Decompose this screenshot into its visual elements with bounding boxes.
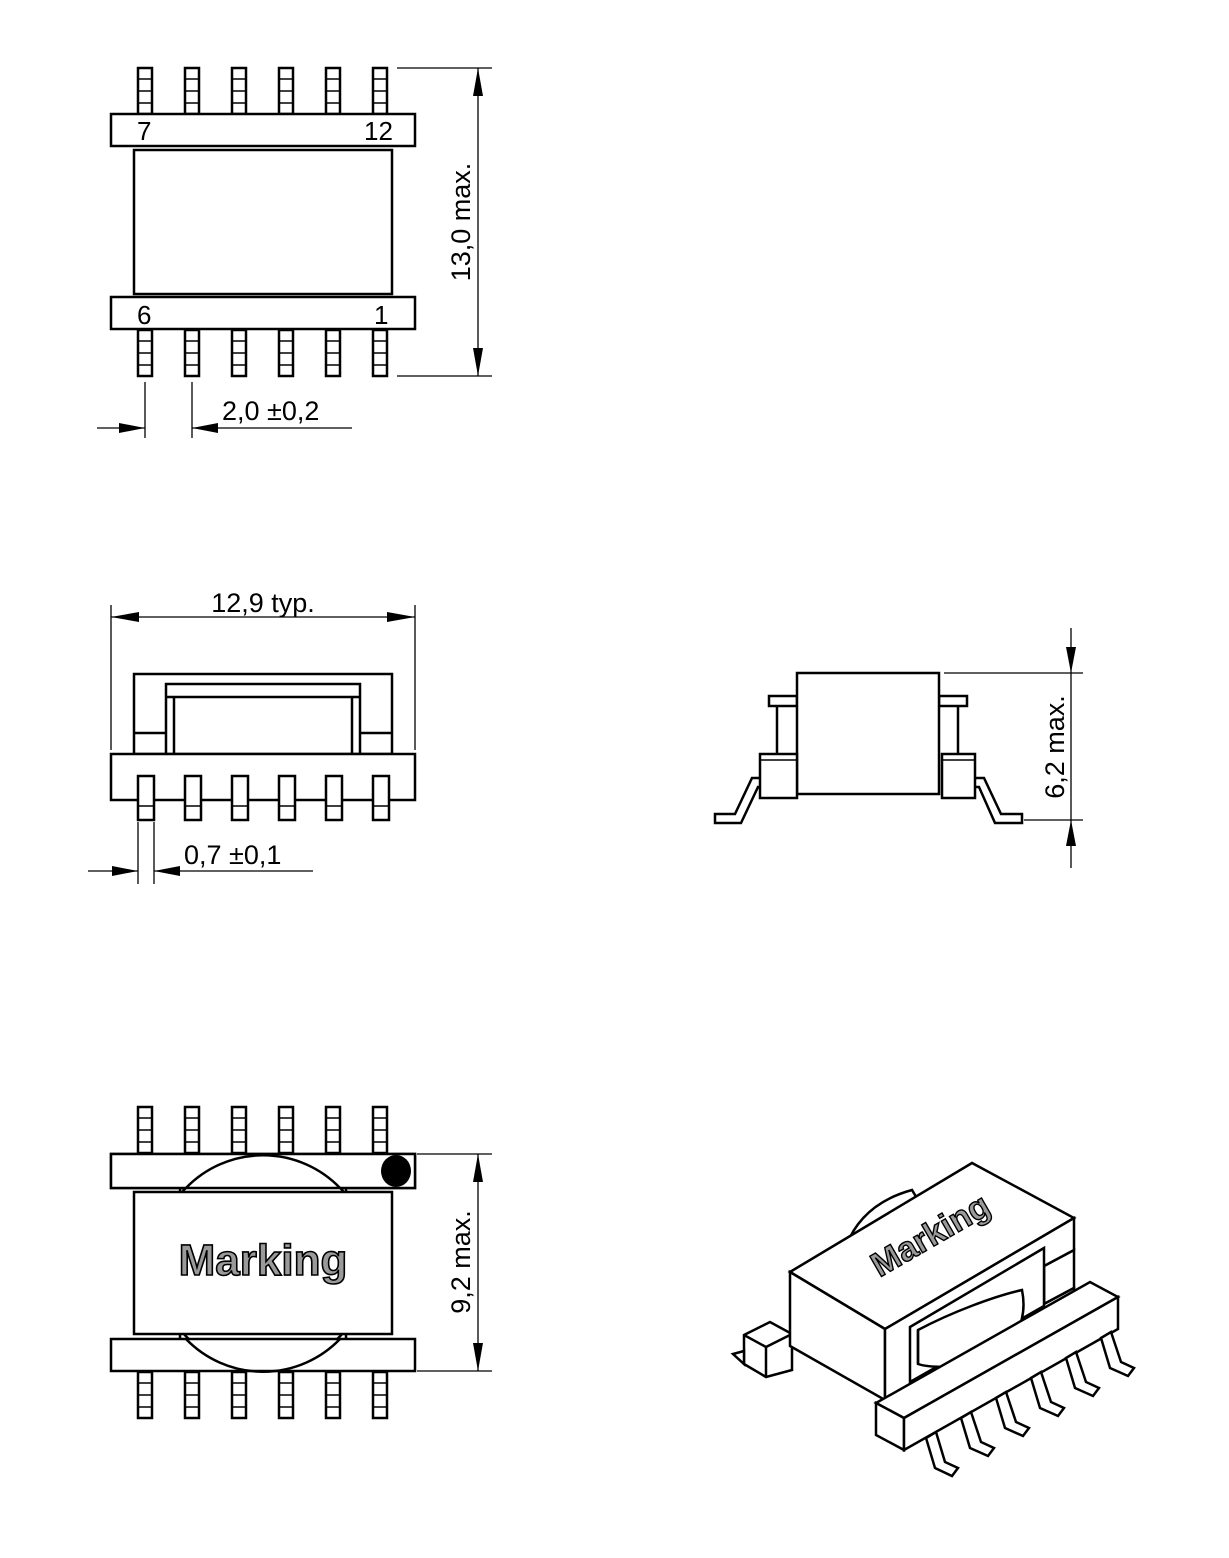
pin-label-6: 6 [137, 300, 151, 330]
top-view-flange-upper [109, 112, 417, 148]
bottom-view-flange-lower [109, 1337, 417, 1373]
side-view: 6,2 max. [713, 628, 1083, 868]
dim-pin-width-label: 0,7 ±0,1 [184, 840, 281, 870]
dim-height-bottom-view-label: 9,2 max. [446, 1210, 476, 1314]
bottom-view-pins-lower [136, 1370, 389, 1420]
top-view-pins-lower [136, 328, 389, 378]
front-core-inner [164, 682, 362, 756]
pin-label-12: 12 [364, 116, 393, 146]
side-lead-left [713, 776, 760, 825]
front-view: 12,9 typ. 0,7 ±0,1 [88, 588, 417, 884]
top-view: 7 12 6 1 13,0 max. 2,0 ±0,2 [97, 66, 492, 438]
dim-height-side-label: 6,2 max. [1040, 695, 1070, 799]
front-base [109, 752, 417, 802]
bottom-view: Marking 9,2 max. [109, 1105, 492, 1420]
pin-label-1: 1 [374, 300, 388, 330]
side-flange-left [767, 694, 799, 708]
side-body [795, 671, 941, 796]
dim-height-top-view-label: 13,0 max. [446, 163, 476, 282]
iso-front-leads [924, 1330, 1136, 1478]
bottom-view-body [132, 1190, 394, 1336]
dim-pin-width: 0,7 ±0,1 [88, 822, 313, 884]
iso-back-flange-left [742, 1320, 794, 1379]
pin-label-7: 7 [137, 116, 151, 146]
dim-height-bottom-view: 9,2 max. [417, 1153, 492, 1372]
top-view-flange-lower [109, 295, 417, 331]
dim-width-front: 12,9 typ. [110, 588, 416, 750]
top-view-body [132, 148, 394, 296]
dim-pitch: 2,0 ±0,2 [97, 382, 352, 438]
side-base-right [940, 752, 977, 800]
dim-width-front-label: 12,9 typ. [211, 588, 315, 618]
front-pins [136, 774, 391, 822]
pin1-marker-dot [381, 1155, 411, 1187]
side-base-left [758, 752, 799, 800]
dim-height-side: 6,2 max. [944, 628, 1083, 868]
isometric-view: Marking [730, 1161, 1136, 1478]
bottom-view-mask-top [111, 1154, 415, 1188]
side-flange-right [937, 694, 969, 708]
bottom-view-marking: Marking [179, 1236, 348, 1285]
side-lead-right [975, 776, 1024, 825]
top-view-pins-upper [136, 66, 389, 116]
dim-pitch-label: 2,0 ±0,2 [222, 396, 319, 426]
dim-height-top-view: 13,0 max. [397, 67, 492, 377]
bottom-view-pins-upper [136, 1105, 389, 1155]
